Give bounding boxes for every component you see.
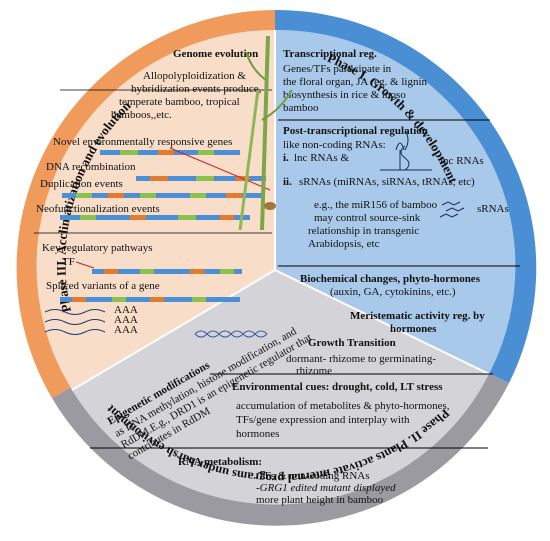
phase1-sector [275, 29, 516, 375]
meristematic-line: hormones [390, 323, 437, 335]
environmental-line: hormones [236, 428, 279, 440]
tf-label: TF [62, 256, 75, 268]
biochemical-title: Biochemical changes, phyto-hormones [300, 273, 481, 285]
transcriptional-title: Transcriptional reg. [283, 48, 377, 60]
dna-helix-icon [194, 330, 268, 338]
post-transcriptional-title: Post-transcriptional regulation [283, 125, 428, 137]
environmental-title: Environmental cues: drought, cold, LT st… [232, 381, 443, 393]
transcriptional-line: the floral organ, JA reg. & lignin [283, 76, 427, 88]
arrow [169, 147, 271, 191]
biochemical-line: (auxin, GA, cytokinins, etc.) [330, 286, 456, 298]
item-i-number: i. [283, 152, 289, 164]
growth-transition-title: Growth Transition [308, 337, 396, 349]
novel-genes-label: Novel environmentally responsive genes [53, 136, 232, 148]
rna-metabolism-line: more plant height in bamboo [256, 494, 384, 506]
item-i-text: lnc RNAs & [294, 152, 349, 164]
bamboo-illustration [238, 35, 293, 231]
gene-bar [60, 215, 250, 220]
transcriptional-line: bamboo [283, 102, 319, 114]
srna-icon [439, 201, 465, 218]
rna-metabolism-line: -GRG1 edited mutant displayed [256, 482, 396, 494]
polya-label: AAA [114, 324, 138, 336]
srna-label: sRNAs [477, 203, 509, 215]
spliced-label: Spliced variants of a gene [46, 280, 160, 292]
rna-metabolism-title: RNA metabolism: [178, 456, 262, 468]
gene-bar [100, 150, 240, 155]
example-line: may control source-sink [314, 212, 421, 224]
polya-label: AAA [114, 304, 138, 316]
environmental-line: accumulation of metabolites & phyto-horm… [236, 400, 450, 412]
transcriptional-line: biosynthesis in rice & moso [283, 89, 406, 101]
lnc-rna-icon [380, 129, 432, 171]
genome-evolution-line: temperate bamboo, tropical [119, 96, 240, 108]
growth-transition-line: dormant- rhizome to germinating- [286, 353, 436, 365]
gene-bar [92, 269, 242, 274]
gene-bar [60, 297, 240, 302]
dna-recombination-label: DNA recombination [46, 161, 136, 173]
example-line: relationship in transgenic [308, 225, 419, 237]
item-ii-text: sRNAs (miRNAs, siRNAs, tRNAs, etc) [299, 176, 475, 188]
rna-metabolism-line: TFs & non-coding RNAs [258, 470, 370, 482]
neofunctionalization-label: Neofunctionalization events [36, 203, 160, 215]
example-line: Arabidopsis, etc [308, 238, 380, 250]
genome-evolution-line: bamboos,,etc. [111, 109, 172, 121]
genome-evolution-line: hybridization events produce, [131, 83, 262, 95]
environmental-line: TFs/gene expression and interplay with [236, 414, 410, 426]
growth-transition-line: rhizome [296, 365, 332, 377]
duplication-label: Duplication events [40, 178, 123, 190]
key-pathways-label: Key regulatory pathways [42, 242, 153, 254]
meristematic-line: Meristematic activity reg. by [350, 310, 485, 322]
item-ii-number: ii. [283, 176, 292, 188]
polya-label: AAA [114, 314, 138, 326]
mrna-waves [44, 309, 106, 335]
post-transcriptional-line: like non-coding RNAs: [283, 139, 386, 151]
example-line: e.g., the miR156 of bamboo [314, 199, 438, 211]
genome-evolution-title: Genome evolution [173, 48, 258, 60]
gene-bar [62, 193, 262, 198]
transcriptional-line: Genes/TFs participate in [283, 63, 392, 75]
genome-evolution-line: Allopolyploidization & [143, 70, 246, 82]
lnc-rna-label: lnc RNAs [440, 155, 484, 167]
